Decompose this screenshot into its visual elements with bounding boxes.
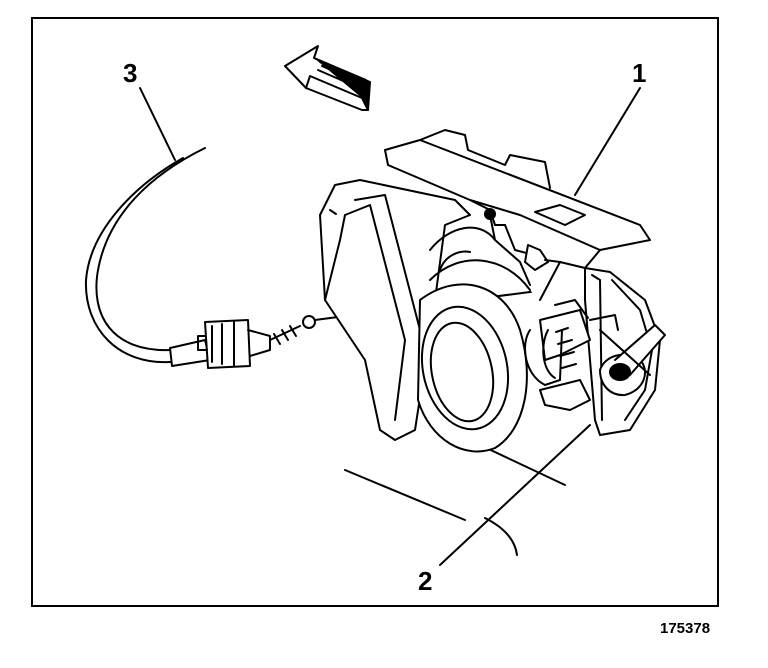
intake-frame [319, 179, 566, 556]
direction-arrow-icon [284, 45, 371, 111]
illustration-frame [31, 17, 719, 607]
throttle-body [417, 226, 531, 453]
figure-number: 175378 [660, 620, 711, 637]
cable-bracket [384, 129, 651, 301]
callout-3: 3 [123, 58, 138, 88]
leader-line-2 [439, 424, 591, 566]
throttle-lever [524, 267, 666, 436]
callout-2: 2 [418, 566, 433, 596]
leader-line-3 [139, 87, 176, 161]
callout-1: 1 [632, 58, 647, 88]
leader-line-1 [574, 87, 641, 196]
accelerator-cable [84, 147, 546, 369]
